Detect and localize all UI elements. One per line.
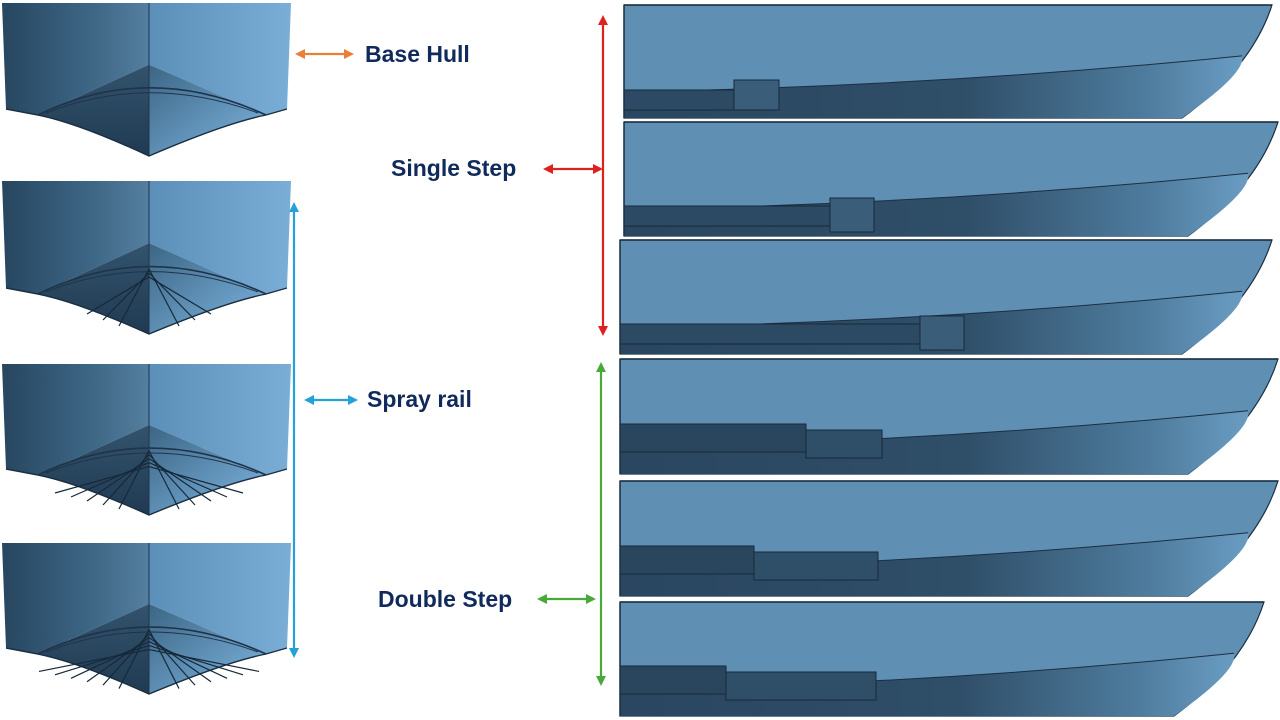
step-two: [805, 429, 883, 459]
front-view-spray-rail-3: [2, 543, 291, 695]
side-view-double-step-3: [619, 601, 1265, 717]
side-view-base-hull: [623, 4, 1273, 119]
spray-rail-line: [148, 458, 212, 502]
spray-rail-line: [148, 272, 196, 321]
step-two: [725, 671, 877, 701]
spray-rail-line: [148, 454, 196, 506]
spray-rail-line: [148, 276, 212, 315]
side-view-single-step-2: [619, 239, 1273, 355]
spray-rail-line: [148, 633, 196, 686]
spray-rail-line: [54, 644, 150, 676]
spray-rail-arrow: [304, 395, 358, 405]
double-step-arrow: [537, 594, 596, 604]
single-step-arrow: [543, 164, 603, 174]
front-view-column: [2, 3, 291, 695]
step-block: [733, 79, 780, 111]
spray-rail-line: [148, 637, 212, 683]
step-block: [829, 197, 875, 233]
spray-rail-label: Spray rail: [367, 386, 472, 412]
spray-rail-bracket-arrow: [289, 202, 299, 658]
spray-rail-line: [102, 633, 150, 686]
spray-rail-line: [70, 640, 150, 679]
spray-rail-line: [86, 276, 150, 315]
double-step-label: Double Step: [378, 586, 513, 612]
step-one: [619, 665, 727, 695]
spray-rail-line: [70, 461, 150, 498]
side-view-double-step-2: [619, 480, 1279, 597]
spray-rail-line: [102, 272, 150, 321]
step-one: [619, 423, 807, 453]
spray-rail-line: [148, 465, 244, 494]
spray-rail-line: [86, 637, 150, 683]
side-view-double-step-1: [619, 358, 1279, 475]
spray-rail-line: [86, 458, 150, 502]
spray-rail-line: [148, 461, 228, 498]
side-view-column: [619, 4, 1279, 717]
spray-rail-line: [148, 644, 244, 676]
step-one: [619, 545, 755, 575]
step-block: [919, 315, 965, 351]
front-view-base-hull: [2, 3, 291, 157]
arrows-layer: [289, 15, 608, 686]
spray-rail-line: [38, 648, 150, 673]
spray-rail-line: [54, 465, 150, 494]
spray-rail-line: [148, 648, 260, 673]
base-hull-arrow: [295, 49, 354, 59]
side-view-single-step-1: [623, 121, 1279, 237]
spray-rail-line: [148, 640, 228, 679]
double-step-bracket-arrow: [596, 362, 606, 686]
front-view-spray-rail-2: [2, 364, 291, 516]
spray-rail-line: [102, 454, 150, 506]
single-step-label: Single Step: [391, 155, 517, 181]
step-two: [753, 551, 879, 581]
base-hull-label: Base Hull: [365, 41, 470, 67]
front-view-spray-rail-1: [2, 181, 291, 335]
single-step-bracket-arrow: [598, 15, 608, 336]
